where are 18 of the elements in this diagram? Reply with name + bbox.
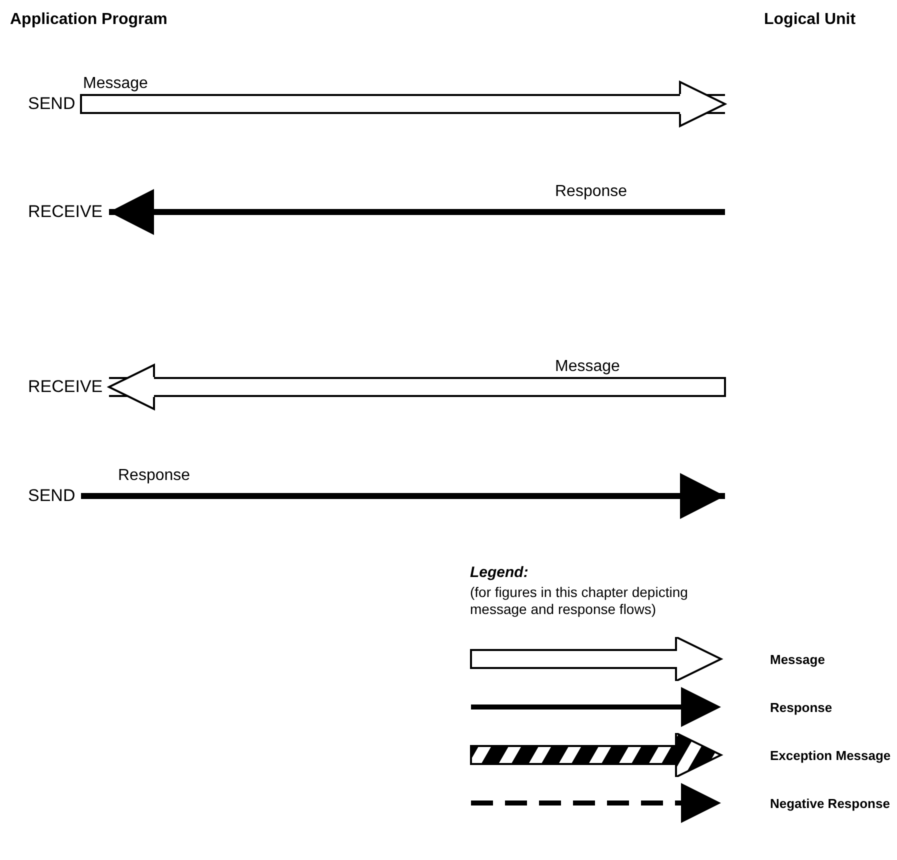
edge-label: Response bbox=[118, 466, 190, 486]
arrow bbox=[109, 189, 725, 235]
command-label: SEND bbox=[28, 94, 76, 114]
legend-text: Negative Response bbox=[770, 795, 890, 813]
legend-text: Response bbox=[770, 699, 832, 717]
command-label: SEND bbox=[28, 486, 76, 506]
legend-text: Message bbox=[770, 651, 825, 669]
command-label: RECEIVE bbox=[28, 202, 103, 222]
edge-label: Message bbox=[83, 74, 148, 94]
command-label: RECEIVE bbox=[28, 377, 103, 397]
edge-label: Response bbox=[555, 182, 628, 202]
legend-title: Legend: bbox=[470, 563, 528, 583]
arrow bbox=[81, 473, 725, 519]
legend-note: (for figures in this chapter depicting message and response flows) bbox=[470, 584, 689, 618]
edge-label: Message bbox=[555, 357, 620, 377]
column-heading: Application Program bbox=[10, 10, 168, 30]
column-heading: Logical Unit bbox=[764, 10, 856, 30]
legend-text: Exception Message bbox=[770, 747, 891, 765]
